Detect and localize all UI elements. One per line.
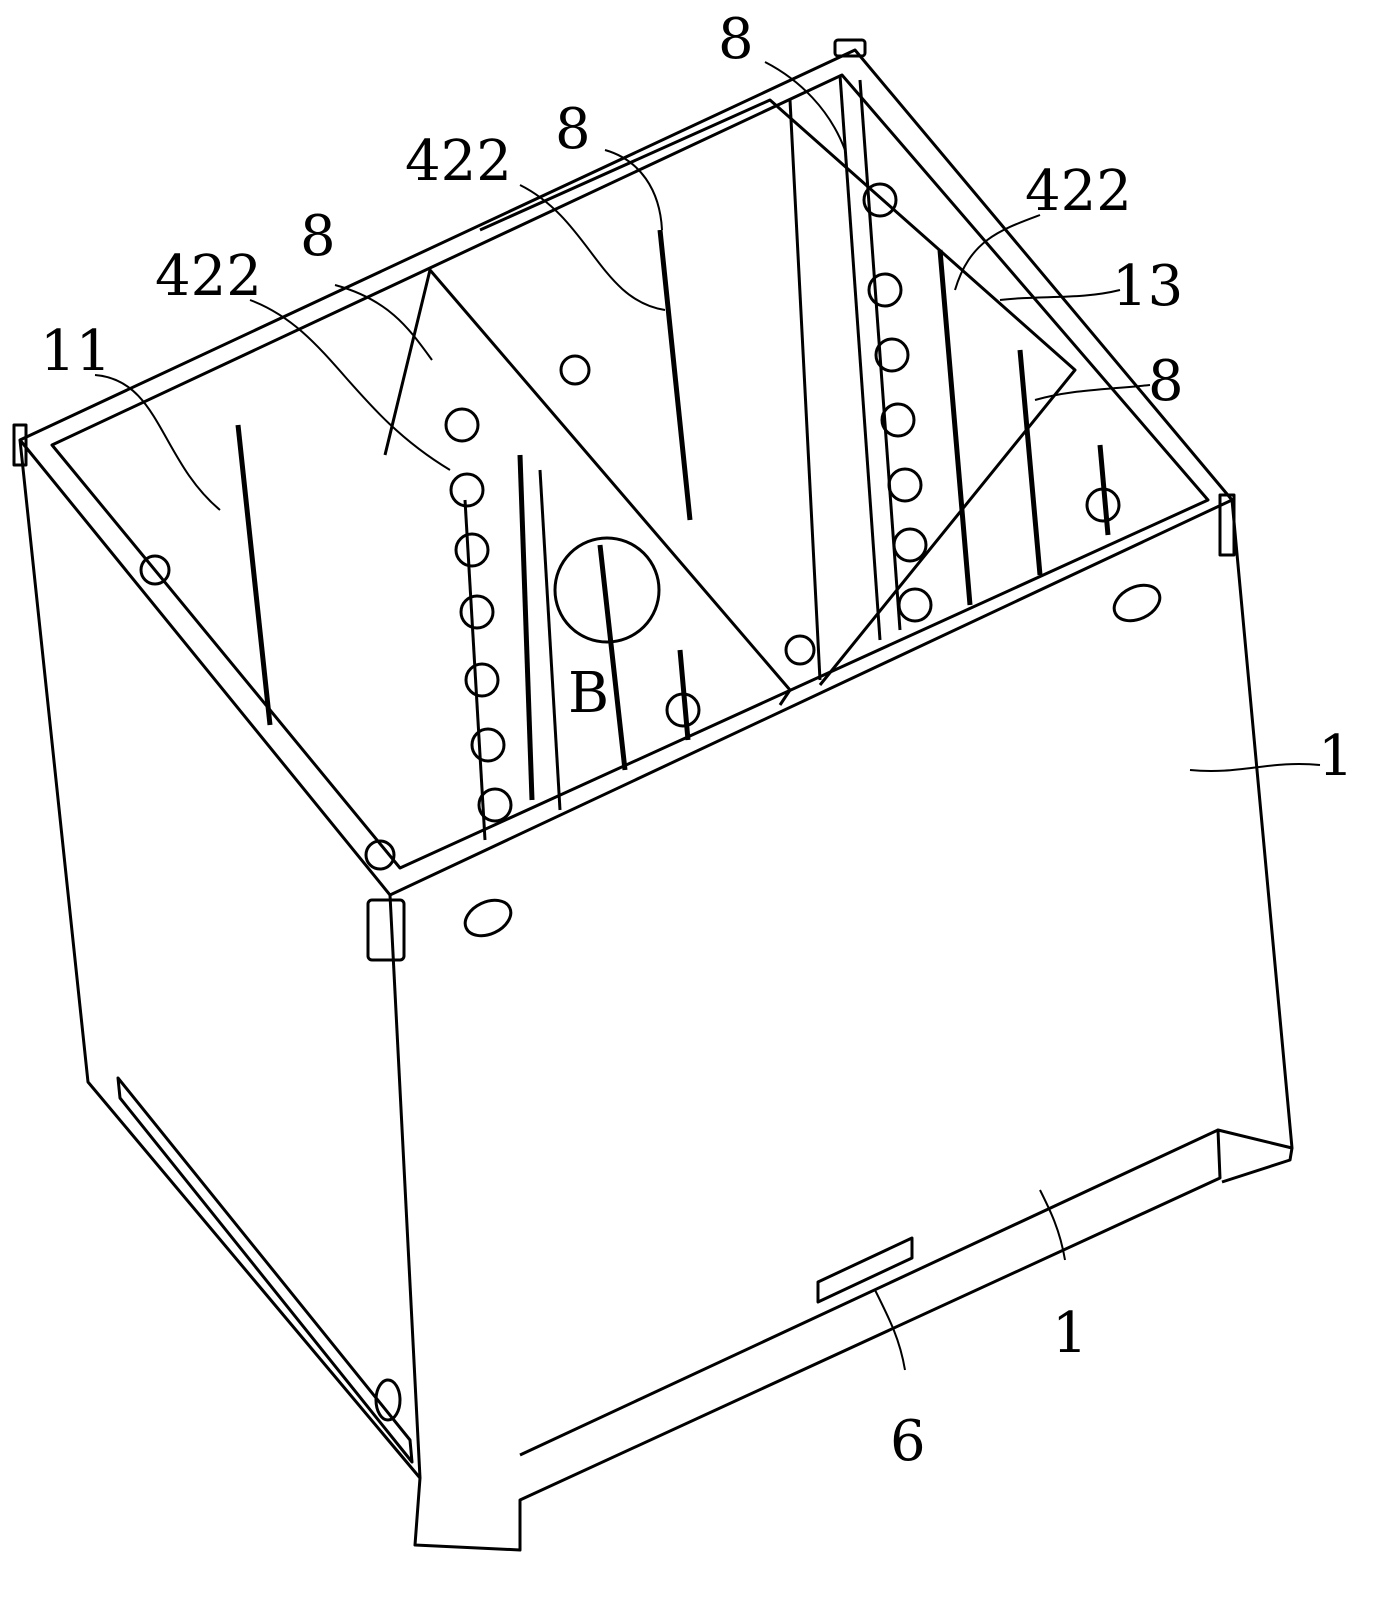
label-8-top: 8	[718, 7, 754, 72]
label-8-left: 8	[300, 204, 336, 269]
label-422-left: 422	[155, 244, 262, 309]
reference-labels: 8 8 422 422 13 8 8 422 11 B 1 1 6	[40, 7, 1354, 1474]
label-8-mid: 8	[555, 97, 591, 162]
label-8-right: 8	[1148, 349, 1184, 414]
label-13: 13	[1112, 254, 1183, 319]
label-422-mid: 422	[405, 129, 512, 194]
label-11: 11	[40, 319, 111, 384]
label-B: B	[568, 661, 609, 726]
rods	[238, 230, 1108, 800]
label-6: 6	[890, 1409, 926, 1474]
nozzles	[141, 184, 1119, 869]
label-422-right: 422	[1025, 159, 1132, 224]
label-1-side: 1	[1318, 724, 1354, 789]
mount-holes	[376, 578, 1166, 1420]
handle-6	[818, 1238, 912, 1302]
label-1-bottom: 1	[1052, 1301, 1088, 1366]
